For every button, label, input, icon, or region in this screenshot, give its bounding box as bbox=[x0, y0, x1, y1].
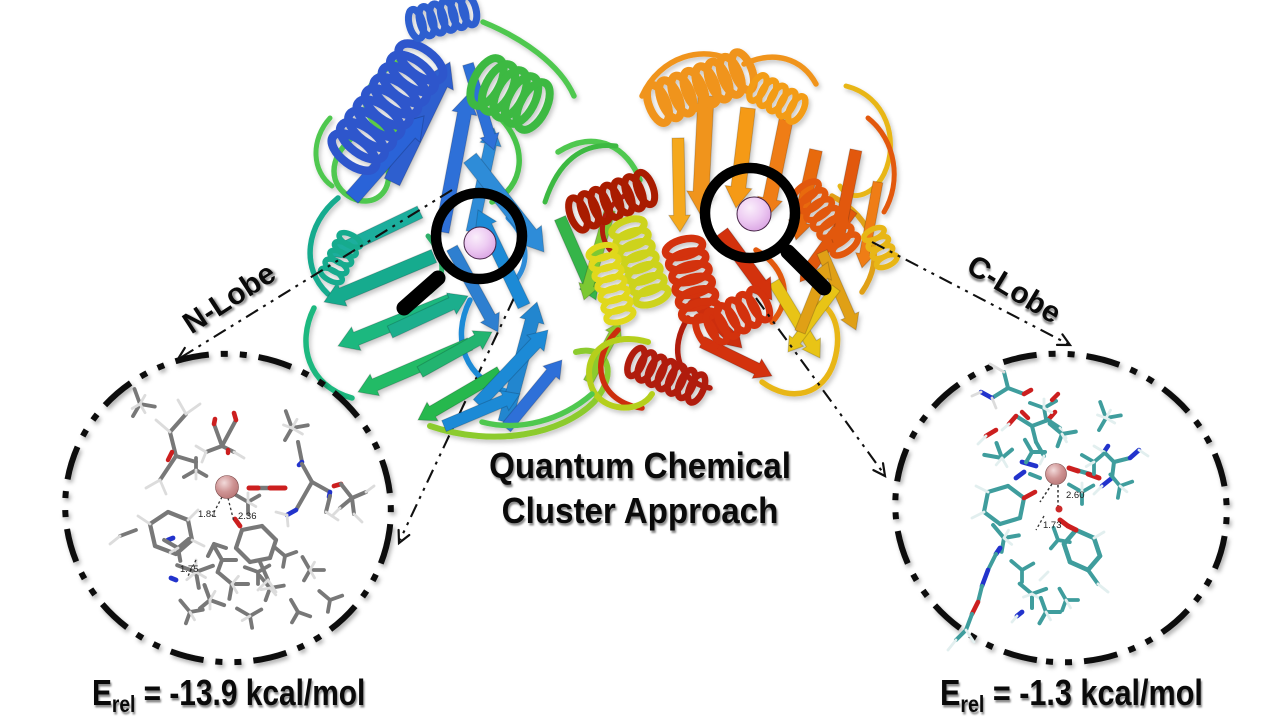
svg-text:1.73: 1.73 bbox=[1043, 520, 1062, 531]
svg-text:2.36: 2.36 bbox=[238, 511, 257, 522]
svg-text:1.75: 1.75 bbox=[180, 564, 199, 575]
svg-text:2.60: 2.60 bbox=[1066, 490, 1085, 501]
svg-text:1.81: 1.81 bbox=[198, 509, 217, 520]
